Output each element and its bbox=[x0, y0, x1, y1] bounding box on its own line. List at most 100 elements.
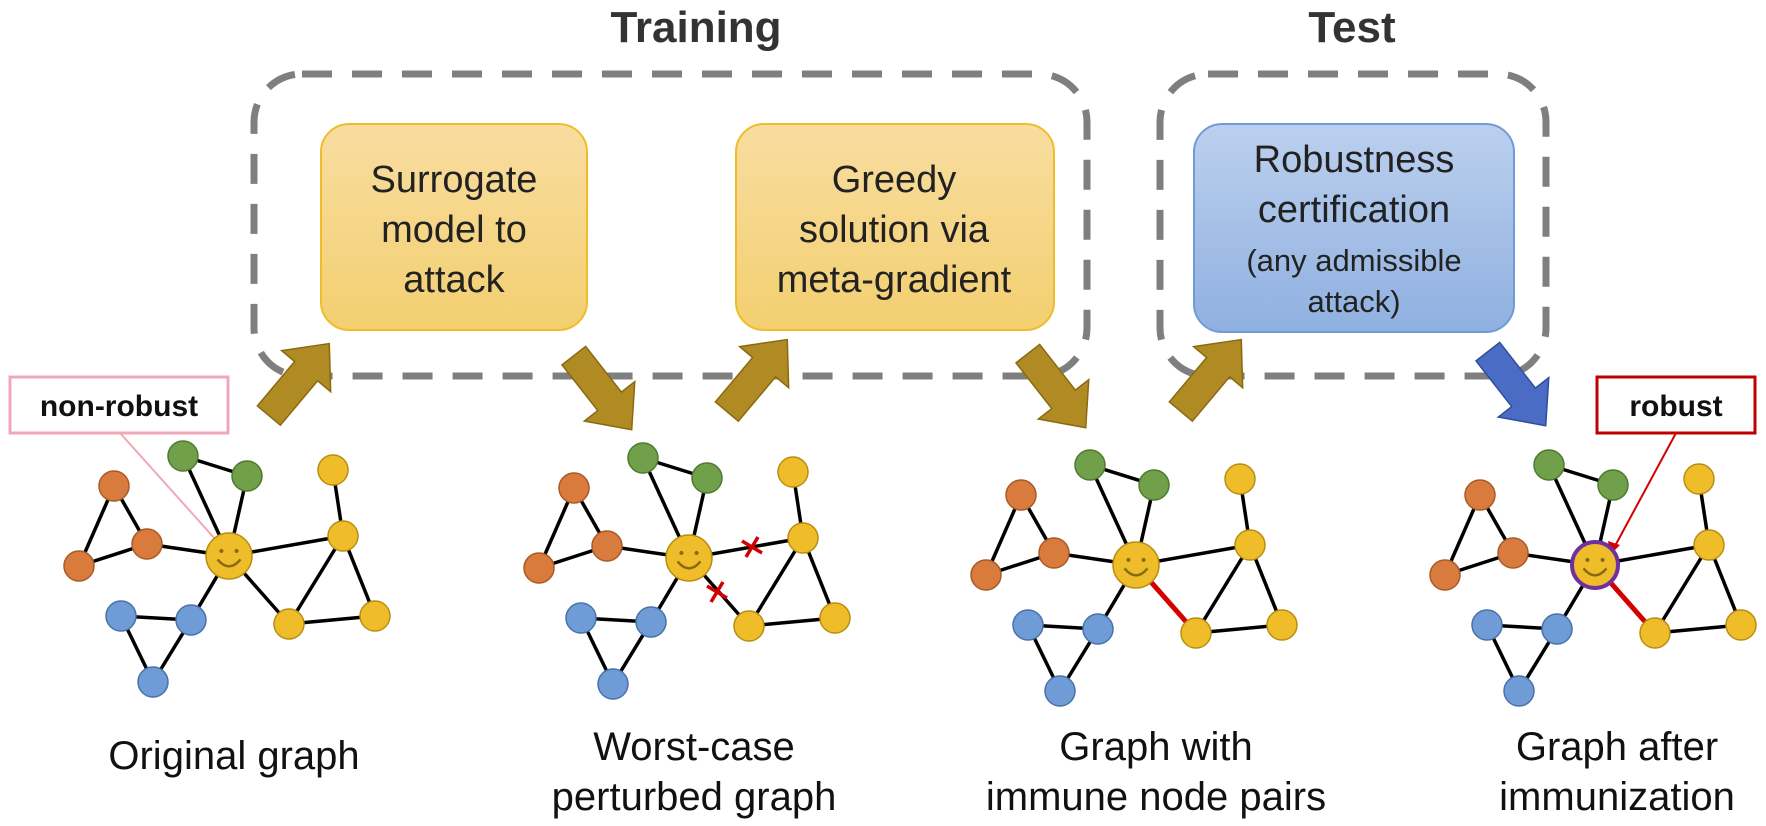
immune-node-o3 bbox=[1038, 537, 1070, 569]
after-node-o2 bbox=[1429, 559, 1461, 591]
original-node-b2 bbox=[175, 604, 207, 636]
original-node-b1 bbox=[105, 600, 137, 632]
immune-smiley-face-icon-mouth bbox=[1123, 567, 1149, 577]
greedy-line-2: solution via bbox=[799, 209, 990, 251]
greedy-line-1: Greedy bbox=[832, 159, 957, 201]
worst-case-x-mark-icon-1 bbox=[706, 581, 728, 603]
arrow-up-3 bbox=[1168, 338, 1244, 423]
worst-case-node-y4 bbox=[819, 602, 851, 634]
worst-case-center-node bbox=[665, 534, 713, 582]
robustness-certification-box: Robustness certification (any admissible… bbox=[1193, 123, 1515, 333]
arrow-down-1 bbox=[560, 345, 636, 431]
graph-original bbox=[63, 440, 391, 698]
immune-node-g2 bbox=[1138, 469, 1170, 501]
immune-node-g1 bbox=[1074, 449, 1106, 481]
cert-line-3: (any admissible bbox=[1246, 243, 1461, 278]
graph-worst-case bbox=[523, 442, 851, 700]
worst-case-node-g1 bbox=[627, 442, 659, 474]
cert-line-4: attack) bbox=[1307, 284, 1400, 319]
worst-case-node-o3 bbox=[591, 530, 623, 562]
worst-case-node-g2 bbox=[691, 462, 723, 494]
original-center-node bbox=[205, 532, 253, 580]
immune-node-b3 bbox=[1044, 675, 1076, 707]
immune-center-node bbox=[1112, 541, 1160, 589]
after-edge-y2-y3 bbox=[1653, 544, 1711, 634]
original-smiley-face-icon-mouth bbox=[216, 558, 242, 568]
immune-node-o2 bbox=[970, 559, 1002, 591]
worst-case-node-y3 bbox=[733, 610, 765, 642]
caption-after-line-2: immunization bbox=[1499, 775, 1735, 819]
immune-smiley-face-icon-eye-left bbox=[1126, 557, 1131, 563]
surrogate-model-box: Surrogate model to attack bbox=[320, 123, 588, 331]
immune-node-y3 bbox=[1180, 617, 1212, 649]
original-node-y4 bbox=[359, 600, 391, 632]
after-node-g2 bbox=[1597, 469, 1629, 501]
after-node-o3 bbox=[1497, 537, 1529, 569]
original-node-g1 bbox=[167, 440, 199, 472]
after-node-b3 bbox=[1503, 675, 1535, 707]
worst-case-edge-y2-y3 bbox=[747, 537, 805, 627]
test-container bbox=[1156, 70, 1550, 380]
graphs-layer bbox=[63, 440, 1757, 707]
original-node-b3 bbox=[137, 666, 169, 698]
original-node-g2 bbox=[231, 460, 263, 492]
worst-case-x-mark-icon-0 bbox=[741, 536, 763, 558]
training-container bbox=[250, 70, 1091, 380]
cert-line-2: certification bbox=[1258, 189, 1450, 231]
original-smiley-face-icon-eye-left bbox=[219, 548, 224, 554]
immune-edge-y2-y3 bbox=[1194, 544, 1252, 634]
non-robust-label: non-robust bbox=[8, 375, 230, 541]
after-smiley-face-icon-eye-left bbox=[1585, 557, 1590, 563]
immune-node-b2 bbox=[1082, 613, 1114, 645]
arrow-down-2 bbox=[1014, 343, 1090, 429]
original-node-y3 bbox=[273, 608, 305, 640]
original-node-y1 bbox=[317, 454, 349, 486]
worst-case-node-o1 bbox=[558, 472, 590, 504]
caption-immune-line-1: Graph with bbox=[1059, 725, 1252, 769]
robust-text: robust bbox=[1629, 390, 1722, 423]
after-node-b1 bbox=[1471, 609, 1503, 641]
immune-node-b1 bbox=[1012, 609, 1044, 641]
after-node-g1 bbox=[1533, 449, 1565, 481]
greedy-line-3: meta-gradient bbox=[777, 259, 1012, 301]
surrogate-line-3: attack bbox=[403, 259, 505, 301]
caption-worst-case-line-1: Worst-case bbox=[593, 725, 795, 769]
greedy-solution-box: Greedy solution via meta-gradient bbox=[735, 123, 1055, 331]
original-smiley-face-icon-eye-right bbox=[234, 548, 239, 554]
immune-smiley-face-icon-eye-right bbox=[1141, 557, 1146, 563]
surrogate-line-1: Surrogate bbox=[371, 159, 538, 201]
immune-node-y1 bbox=[1224, 463, 1256, 495]
non-robust-text: non-robust bbox=[40, 390, 198, 423]
after-center-node bbox=[1570, 540, 1620, 590]
original-edge-y2-y3 bbox=[287, 535, 345, 625]
test-title: Test bbox=[1308, 3, 1396, 52]
caption-after-line-1: Graph after bbox=[1516, 725, 1718, 769]
arrow-up-1 bbox=[256, 342, 332, 427]
worst-case-smiley-face-icon-eye-right bbox=[694, 550, 699, 556]
robust-label: robust bbox=[1595, 375, 1757, 555]
worst-case-node-b1 bbox=[565, 602, 597, 634]
immune-node-o1 bbox=[1005, 479, 1037, 511]
arrow-down-blue bbox=[1474, 341, 1550, 427]
arrow-up-2 bbox=[714, 338, 790, 423]
original-node-o1 bbox=[98, 470, 130, 502]
caption-original-line-1: Original graph bbox=[108, 734, 359, 778]
after-node-y2 bbox=[1693, 529, 1725, 561]
after-node-o1 bbox=[1464, 479, 1496, 511]
worst-case-node-b2 bbox=[635, 606, 667, 638]
caption-immune-line-2: immune node pairs bbox=[986, 775, 1326, 819]
after-smiley-face-icon-mouth bbox=[1582, 567, 1608, 577]
training-title: Training bbox=[610, 3, 781, 52]
graph-after bbox=[1429, 449, 1757, 707]
worst-case-node-o2 bbox=[523, 552, 555, 584]
worst-case-node-y1 bbox=[777, 456, 809, 488]
worst-case-smiley-face-icon-eye-left bbox=[679, 550, 684, 556]
after-smiley-face-icon-eye-right bbox=[1600, 557, 1605, 563]
original-node-o3 bbox=[131, 528, 163, 560]
worst-case-smiley-face-icon-mouth bbox=[676, 560, 702, 570]
after-node-y4 bbox=[1725, 609, 1757, 641]
worst-case-node-b3 bbox=[597, 668, 629, 700]
after-node-y3 bbox=[1639, 617, 1671, 649]
worst-case-node-y2 bbox=[787, 522, 819, 554]
